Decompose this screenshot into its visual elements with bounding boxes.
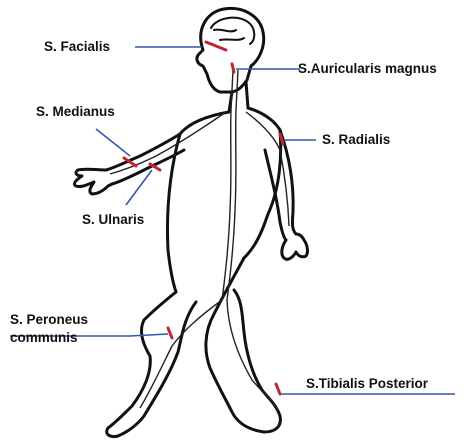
label-peroneus-line2: communis [10, 330, 78, 345]
medianus-leader [96, 129, 130, 156]
left-leg-nerve-path [140, 300, 222, 408]
torso-outline [168, 108, 281, 292]
auricularis-point [232, 64, 234, 72]
left-arm-nerve-path [110, 112, 226, 174]
right-leg-outline [206, 258, 280, 432]
head-outline [197, 8, 264, 92]
label-radialis: S. Radialis [322, 132, 390, 147]
right-arm-nerve-path [246, 112, 289, 226]
label-facialis: S. Facialis [44, 39, 110, 54]
tibialis-point [276, 384, 280, 394]
right-leg-nerve-path [227, 300, 278, 410]
nerve-points [124, 42, 283, 394]
label-medianus: S. Medianus [36, 104, 115, 119]
left-hand-outline [74, 169, 112, 194]
label-auricularis: S.Auricularis magnus [298, 61, 437, 76]
left-leg-outline [107, 292, 196, 437]
label-peroneus-line1: S. Peroneus [10, 312, 88, 327]
brain-outline [211, 18, 254, 44]
peroneus-point [168, 328, 172, 338]
label-ulnaris: S. Ulnaris [82, 212, 144, 227]
facialis-point [206, 42, 226, 50]
label-tibialis: S.Tibialis Posterior [306, 376, 429, 391]
